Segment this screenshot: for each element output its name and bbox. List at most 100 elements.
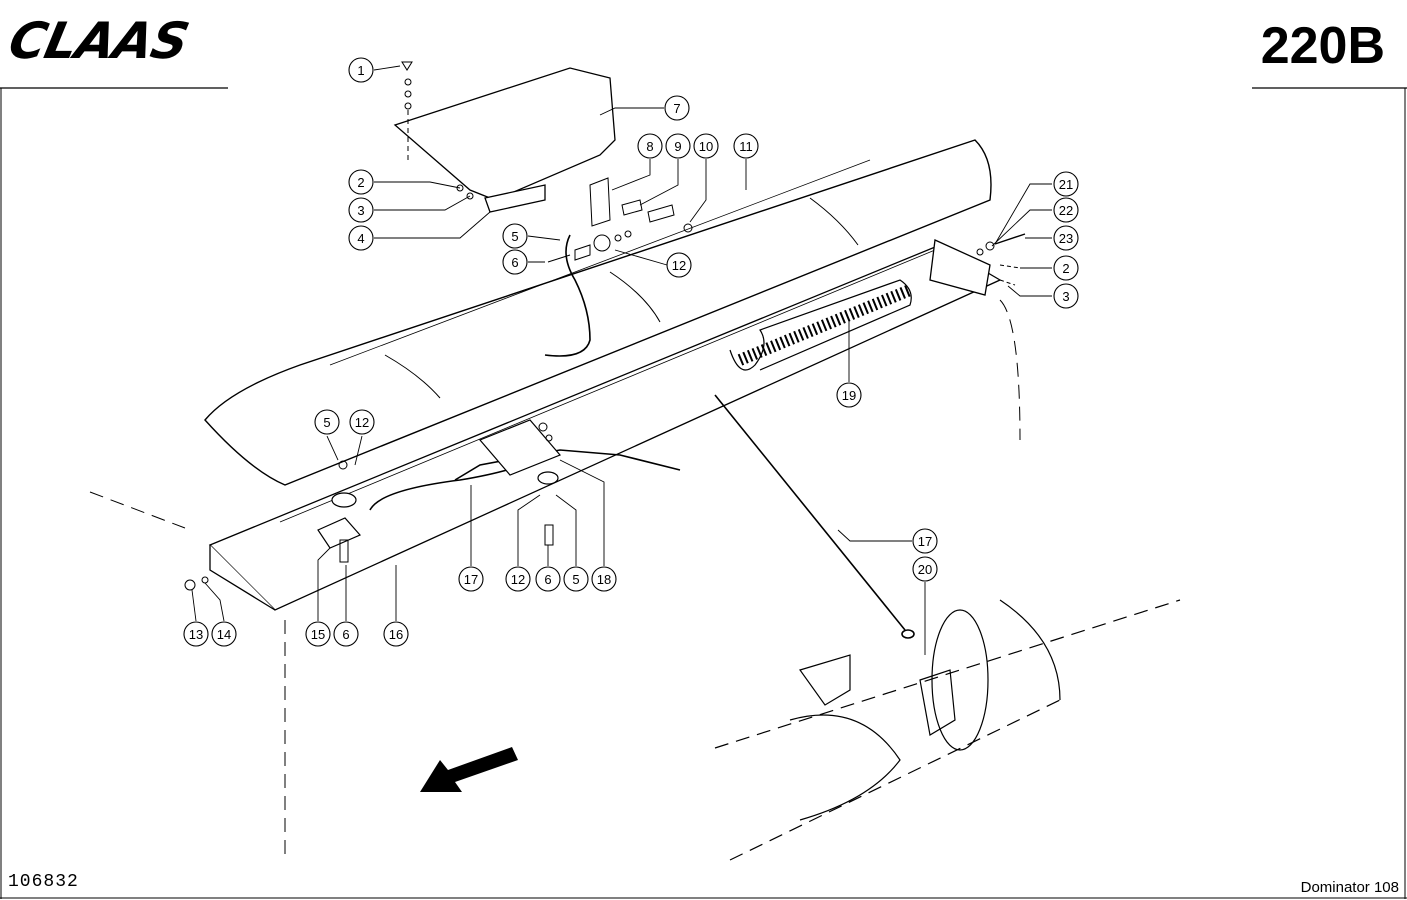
callout-6: 6: [333, 621, 359, 647]
callout-label: 13: [189, 627, 203, 642]
callout-label: 10: [699, 139, 713, 154]
callout-label: 6: [544, 572, 551, 587]
callout-circle: [211, 621, 237, 647]
callout-circle: [314, 409, 340, 435]
callout-label: 7: [673, 101, 680, 116]
callout-circle: [348, 197, 374, 223]
callout-5: 5: [502, 223, 528, 249]
callout-label: 23: [1059, 231, 1073, 246]
callout-circle: [912, 556, 938, 582]
callout-label: 12: [355, 415, 369, 430]
callout-label: 16: [389, 627, 403, 642]
callout-label: 22: [1059, 203, 1073, 218]
callout-11: 11: [733, 133, 759, 159]
callout-17: 17: [458, 566, 484, 592]
callout-6: 6: [502, 249, 528, 275]
callout-label: 21: [1059, 177, 1073, 192]
callout-circle: [348, 225, 374, 251]
callout-circle: [348, 57, 374, 83]
callout-label: 19: [842, 388, 856, 403]
callout-4: 4: [348, 225, 374, 251]
drawing-number: 106832: [8, 872, 79, 892]
callout-circle: [349, 409, 375, 435]
callout-circle: [733, 133, 759, 159]
callout-label: 5: [511, 229, 518, 244]
callout-label: 6: [511, 255, 518, 270]
callout-12: 12: [666, 252, 692, 278]
callout-circle: [502, 249, 528, 275]
rotor-drum: [714, 599, 1181, 861]
callout-circle: [1053, 171, 1079, 197]
callout-2: 2: [348, 169, 374, 195]
callout-circle: [563, 566, 589, 592]
callout-8: 8: [637, 133, 663, 159]
callout-label: 3: [1062, 289, 1069, 304]
direction-arrow: [420, 747, 518, 792]
callout-15: 15: [305, 621, 331, 647]
callout-label: 12: [511, 572, 525, 587]
machine-outline: [89, 299, 1021, 860]
callout-12: 12: [349, 409, 375, 435]
callout-10: 10: [693, 133, 719, 159]
spring-19: [729, 279, 913, 371]
callout-label: 17: [464, 572, 478, 587]
plate-7: [393, 67, 616, 213]
callout-label: 2: [1062, 261, 1069, 276]
page-code: 220B: [1260, 17, 1385, 75]
callout-circle: [693, 133, 719, 159]
callout-18: 18: [591, 566, 617, 592]
callout-label: 4: [357, 231, 364, 246]
callout-22: 22: [1053, 197, 1079, 223]
callout-21: 21: [1053, 171, 1079, 197]
hardware-top: [184, 61, 1026, 591]
callout-9: 9: [665, 133, 691, 159]
bracket-18: [317, 419, 562, 549]
callout-label: 6: [342, 627, 349, 642]
callout-label: 3: [357, 203, 364, 218]
cover-ribs: [384, 197, 859, 399]
callout-13: 13: [183, 621, 209, 647]
leader-lines: [191, 65, 1052, 655]
callout-label: 2: [357, 175, 364, 190]
callout-label: 11: [739, 139, 753, 154]
callout-circle: [836, 382, 862, 408]
callout-circle: [666, 252, 692, 278]
callout-label: 15: [311, 627, 325, 642]
callout-23: 23: [1053, 225, 1079, 251]
callout-6: 6: [535, 566, 561, 592]
callout-12: 12: [505, 566, 531, 592]
callout-label: 5: [572, 572, 579, 587]
callout-label: 1: [357, 63, 364, 78]
callout-circle: [1053, 283, 1079, 309]
callout-circle: [912, 528, 938, 554]
callout-label: 12: [672, 258, 686, 273]
callout-circle: [591, 566, 617, 592]
callout-circle: [664, 95, 690, 121]
callout-14: 14: [211, 621, 237, 647]
callout-17: 17: [912, 528, 938, 554]
callout-circle: [665, 133, 691, 159]
callout-label: 5: [323, 415, 330, 430]
callout-label: 9: [674, 139, 681, 154]
callout-7: 7: [664, 95, 690, 121]
callout-5: 5: [314, 409, 340, 435]
callout-circle: [383, 621, 409, 647]
callout-label: 14: [217, 627, 231, 642]
callout-16: 16: [383, 621, 409, 647]
callout-circle: [1053, 197, 1079, 223]
model-name: Dominator 108: [1300, 879, 1399, 896]
callout-3: 3: [1053, 283, 1079, 309]
callout-label: 17: [918, 534, 932, 549]
callout-circle: [1053, 225, 1079, 251]
callout-19: 19: [836, 382, 862, 408]
callout-label: 20: [918, 562, 932, 577]
callout-label: 18: [597, 572, 611, 587]
callout-circle: [305, 621, 331, 647]
callout-20: 20: [912, 556, 938, 582]
callout-circle: [637, 133, 663, 159]
callout-5: 5: [563, 566, 589, 592]
callout-circle: [502, 223, 528, 249]
